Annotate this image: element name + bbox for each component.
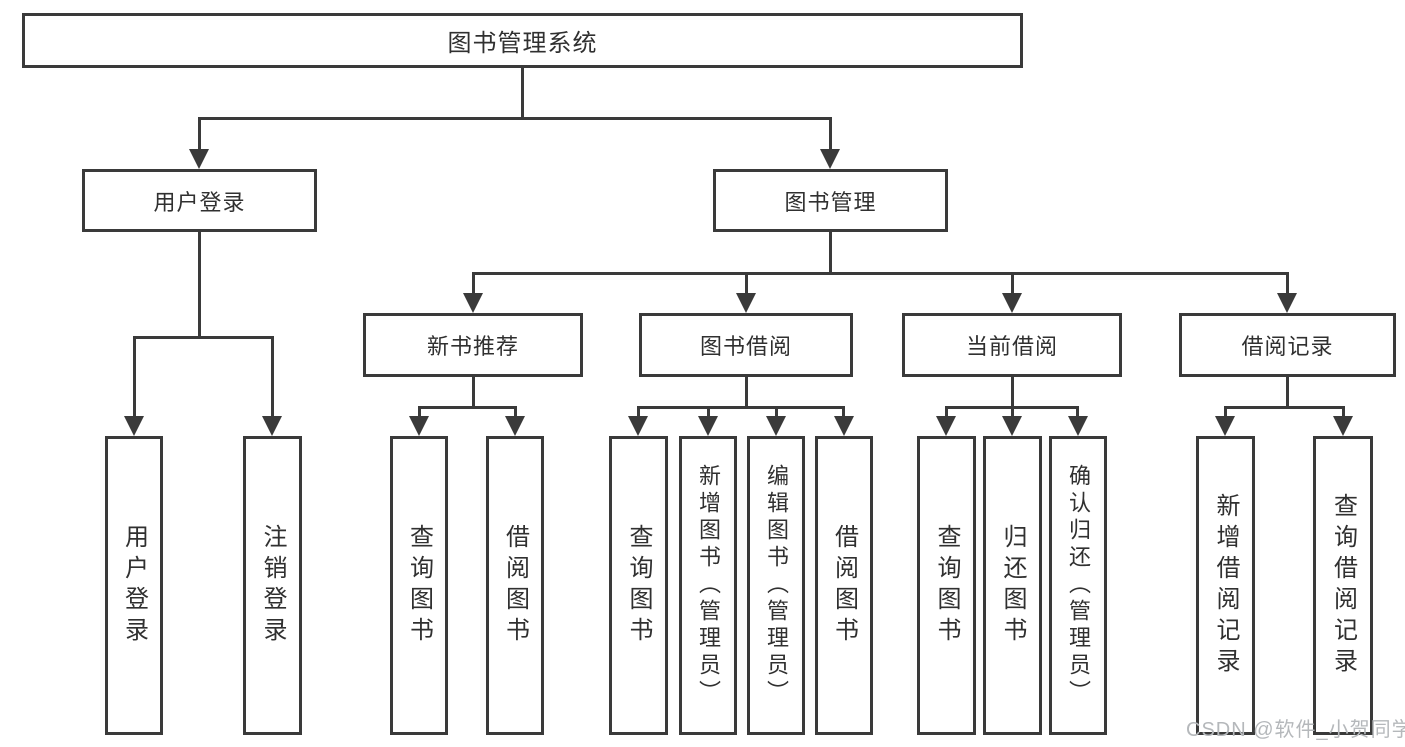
connector-line: [198, 117, 832, 120]
connector-line: [198, 117, 201, 151]
connector-line: [472, 272, 1289, 275]
arrowhead-icon: [1215, 416, 1235, 436]
node-library-management-system: 图书管理系统: [22, 13, 1023, 68]
connector-line: [829, 232, 832, 272]
watermark: CSDN @软件_小贺同学: [1186, 719, 1405, 741]
node-borrow-records: 借阅记录: [1179, 313, 1396, 377]
connector-line: [1224, 406, 1344, 409]
connector-line: [1011, 406, 1014, 418]
connector-line: [418, 406, 421, 418]
leaf-user-login: 用户登录: [105, 436, 163, 735]
connector-line: [745, 272, 748, 295]
leaf-query-books-borrow: 查询图书: [609, 436, 668, 735]
connector-line: [133, 336, 136, 418]
connector-line: [418, 406, 517, 409]
connector-line: [745, 377, 748, 406]
arrowhead-icon: [189, 149, 209, 169]
node-current-borrow: 当前借阅: [902, 313, 1122, 377]
arrowhead-icon: [1068, 416, 1088, 436]
connector-line: [829, 117, 832, 151]
connector-line: [1011, 377, 1014, 406]
leaf-return-books: 归还图书: [983, 436, 1042, 735]
connector-line: [1342, 406, 1345, 418]
arrowhead-icon: [1333, 416, 1353, 436]
arrowhead-icon: [1277, 293, 1297, 313]
leaf-add-books-admin: 新增图书（管理员）: [679, 436, 737, 735]
leaf-logout: 注销登录: [243, 436, 302, 735]
connector-line: [1011, 272, 1014, 295]
connector-line: [1286, 272, 1289, 295]
connector-line: [1286, 377, 1289, 406]
connector-line: [775, 406, 778, 418]
leaf-confirm-return-admin: 确认归还（管理员）: [1049, 436, 1107, 735]
node-new-book-recommend: 新书推荐: [363, 313, 583, 377]
connector-line: [472, 377, 475, 406]
connector-line: [637, 406, 640, 418]
arrowhead-icon: [698, 416, 718, 436]
arrowhead-icon: [1002, 416, 1022, 436]
arrowhead-icon: [262, 416, 282, 436]
leaf-borrow-books: 借阅图书: [815, 436, 873, 735]
connector-line: [271, 336, 274, 418]
leaf-edit-books-admin: 编辑图书（管理员）: [747, 436, 805, 735]
connector-line: [133, 336, 274, 339]
arrowhead-icon: [124, 416, 144, 436]
connector-line: [707, 406, 710, 418]
connector-line: [198, 232, 201, 336]
arrowhead-icon: [766, 416, 786, 436]
arrowhead-icon: [628, 416, 648, 436]
node-book-management: 图书管理: [713, 169, 948, 232]
leaf-borrow-books-recommend: 借阅图书: [486, 436, 544, 735]
leaf-query-borrow-record: 查询借阅记录: [1313, 436, 1373, 735]
leaf-query-books-recommend: 查询图书: [390, 436, 448, 735]
leaf-query-books-current: 查询图书: [917, 436, 976, 735]
connector-line: [521, 68, 524, 117]
arrowhead-icon: [505, 416, 525, 436]
connector-line: [514, 406, 517, 418]
arrowhead-icon: [409, 416, 429, 436]
node-user-login: 用户登录: [82, 169, 317, 232]
connector-line: [472, 272, 475, 295]
leaf-add-borrow-record: 新增借阅记录: [1196, 436, 1255, 735]
connector-line: [945, 406, 948, 418]
arrowhead-icon: [463, 293, 483, 313]
arrowhead-icon: [936, 416, 956, 436]
arrowhead-icon: [1002, 293, 1022, 313]
node-book-borrow: 图书借阅: [639, 313, 853, 377]
connector-line: [1224, 406, 1227, 418]
arrowhead-icon: [820, 149, 840, 169]
connector-line: [842, 406, 845, 418]
connector-line: [637, 406, 845, 409]
arrowhead-icon: [736, 293, 756, 313]
arrowhead-icon: [834, 416, 854, 436]
connector-line: [1076, 406, 1079, 418]
